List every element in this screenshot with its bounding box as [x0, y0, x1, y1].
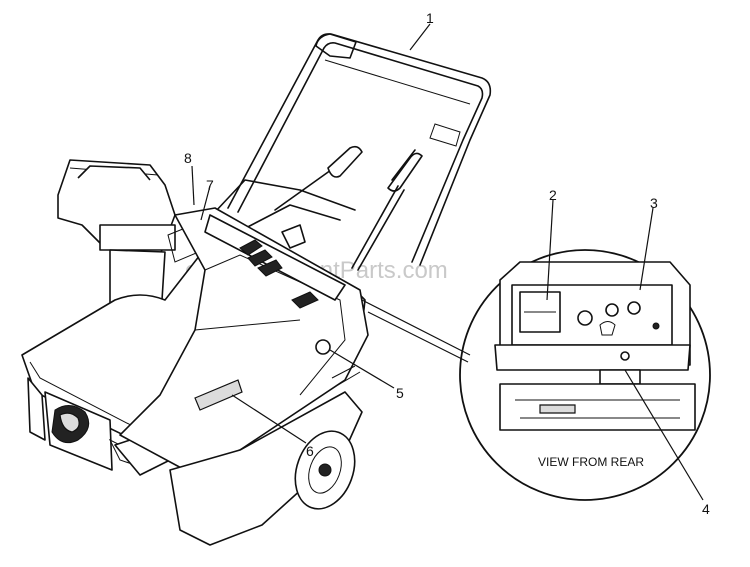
- handle-assembly: [214, 33, 492, 271]
- callout-8: 8: [184, 150, 192, 166]
- leader-lines: [191, 23, 704, 501]
- callout-5: 5: [396, 385, 404, 401]
- callout-3: 3: [650, 195, 658, 211]
- inset-connector-line: [367, 311, 469, 363]
- callout-6: 6: [306, 443, 314, 459]
- inset-connector-line: [361, 299, 471, 356]
- callout-1: 1: [426, 10, 434, 26]
- callout-4: 4: [702, 501, 710, 517]
- callout-7: 7: [206, 177, 214, 193]
- snowthrower-body: [21, 159, 369, 546]
- rear-view-inset: VIEW FROM REAR: [459, 249, 711, 501]
- inset-caption: VIEW FROM REAR: [538, 455, 644, 469]
- callout-2: 2: [549, 187, 557, 203]
